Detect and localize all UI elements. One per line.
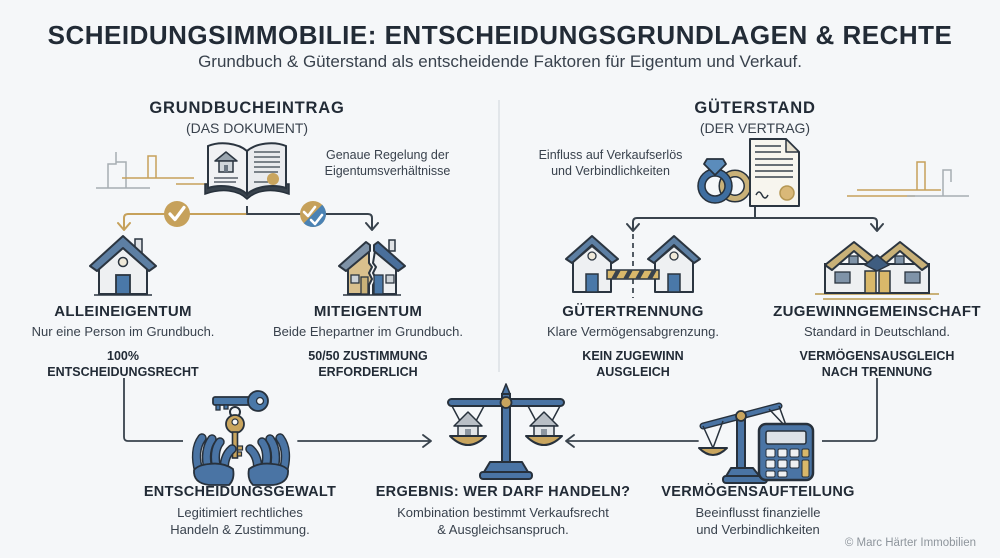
page-title: SCHEIDUNGSIMMOBILIE: ENTSCHEIDUNGSGRUNDL…	[47, 20, 953, 50]
bottom-left-elbow	[123, 378, 183, 442]
double-check-badge-icon	[300, 201, 327, 228]
right-note-line2: und Verbindlichkeiten	[551, 164, 670, 178]
right-section-heading: GÜTERSTAND	[694, 99, 816, 117]
branch-tag-line2: AUSGLEICH	[596, 365, 670, 379]
branch-tag-line2: ERFORDERLICH	[318, 365, 418, 379]
calculator	[757, 422, 815, 482]
branch-desc: Nur eine Person im Grundbuch.	[31, 324, 215, 339]
branch-desc: Standard in Deutschland.	[804, 324, 950, 339]
arrow-left-to-center	[297, 434, 432, 448]
branch-title-alleineigentum: ALLEINEIGENTUM	[54, 303, 192, 320]
city-skyline-icon	[96, 152, 208, 189]
city-skyline-icon	[847, 161, 969, 197]
single-check-badge-icon	[164, 201, 190, 227]
branch-tag-line1: VERMÖGENSAUSGLEICH	[799, 349, 955, 363]
bottom-left-desc-line2: Handeln & Zustimmung.	[170, 522, 310, 537]
branch-desc: Klare Vermögensabgrenzung.	[546, 324, 719, 339]
bottom-center-desc-line2: & Ausgleichsanspruch.	[437, 522, 569, 537]
bottom-right-desc-line1: Beeinflusst finanzielle	[695, 505, 821, 520]
left-note-line1: Genaue Regelung der	[325, 148, 449, 162]
page-subtitle: Grundbuch & Güterstand als entscheidende…	[198, 52, 802, 71]
left-hand	[191, 433, 237, 486]
branch-tag-line1: KEIN ZUGEWINN	[582, 349, 684, 363]
branch-title-guetertrennung: GÜTERTRENNUNG	[562, 303, 704, 320]
bottom-left-title: ENTSCHEIDUNGSGEWALT	[143, 484, 337, 500]
right-tree-branches	[626, 217, 884, 232]
bottom-right-title: VERMÖGENSAUFTEILUNG	[661, 484, 855, 500]
separated-houses-icon	[565, 234, 701, 298]
branch-tag-line1: 100%	[107, 349, 139, 363]
bottom-right-desc-line2: und Verbindlichkeiten	[696, 522, 820, 537]
duplex-house-icon	[815, 241, 939, 300]
copyright-credit: © Marc Härter Immobilien	[844, 537, 976, 549]
left-note-line2: Eigentumsverhältnisse	[324, 164, 451, 178]
bottom-right-elbow	[822, 378, 878, 442]
split-house-icon	[338, 239, 406, 296]
wedding-rings-icon	[697, 158, 752, 204]
branch-tag-line2: NACH TRENNUNG	[821, 365, 933, 379]
branch-title-miteigentum: MITEIGENTUM	[313, 303, 423, 320]
bottom-center-desc-line1: Kombination bestimmt Verkaufsrecht	[397, 505, 609, 520]
right-hand	[245, 433, 291, 486]
right-note-line1: Einfluss auf Verkaufserlös	[538, 148, 683, 162]
branch-tag-line2: ENTSCHEIDUNGSRECHT	[47, 365, 199, 379]
branch-desc: Beide Ehepartner im Grundbuch.	[272, 324, 464, 339]
scale-calculator-icon	[698, 402, 815, 484]
arrow-right-to-center	[565, 434, 699, 448]
right-section-subheading: (DER VERTRAG)	[699, 120, 811, 136]
single-house-icon	[89, 235, 157, 296]
left-tree-gold-branch	[117, 213, 248, 231]
left-section-heading: GRUNDBUCHEINTRAG	[149, 99, 345, 117]
left-tree-dark-branch	[246, 213, 379, 231]
branch-title-zugewinngemeinschaft: ZUGEWINNGEMEINSCHAFT	[773, 303, 981, 320]
pan-house-right	[525, 411, 563, 446]
bottom-center-title: ERGEBNIS: WER DARF HANDELN?	[375, 484, 631, 500]
pan-house-left	[449, 411, 487, 446]
open-book-icon	[204, 142, 290, 201]
left-section-subheading: (DAS DOKUMENT)	[185, 120, 309, 136]
balance-scale-houses-icon	[447, 383, 565, 480]
hands-holding-keys-icon	[191, 390, 291, 486]
bottom-left-desc-line1: Legitimiert rechtliches	[177, 505, 303, 520]
branch-tag-line1: 50/50 ZUSTIMMUNG	[308, 349, 428, 363]
contract-document-icon	[749, 138, 800, 207]
